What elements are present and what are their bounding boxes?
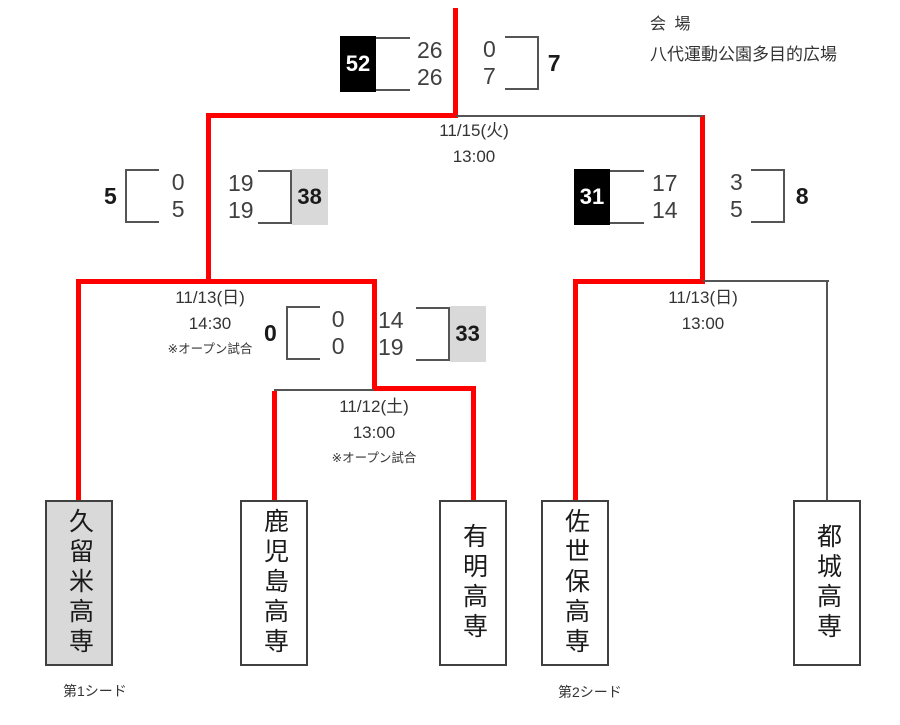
semileft-date-block: 11/13(日) 14:30 ※オープン試合 [130,285,290,358]
round1-date-block: 11/12(土) 13:00 ※オープン試合 [294,394,454,467]
line-round1-left-horizontal [274,389,374,391]
line-semiright-right-horizontal [703,280,829,282]
score-final-right-half1: 0 [483,36,496,62]
path-round1-right-horizontal [372,386,476,391]
score-round1-left-half2: 0 [331,333,345,359]
score-semileft-right-half2: 19 [228,197,254,223]
team-box-sasebo: 佐世保高専 [541,500,609,666]
score-round1-left: 0 0 0 [264,306,345,360]
team-box-ariake: 有明高専 [439,500,507,666]
semileft-date: 11/13(日) [175,288,245,307]
score-bracket [285,306,320,360]
semileft-time: 14:30 [188,314,232,333]
venue-name: 八代運動公園多目的広場 [650,45,837,64]
score-bracket [124,169,159,223]
semiright-date: 11/13(日) [668,288,738,307]
final-time: 13:00 [452,147,496,166]
team-box-kurume: 久留米高専 [45,500,113,666]
score-final-left-total: 52 [340,36,376,92]
seed-label-1: 第1シード [63,683,127,699]
score-round1-right-half2: 19 [378,334,404,360]
venue-block: 会 場 八代運動公園多目的広場 [650,10,837,70]
score-semiright-right-total: 8 [795,182,809,209]
score-final-right: 0 7 7 [483,36,561,90]
score-semiright-right: 3 5 8 [730,169,809,223]
final-date: 11/15(火) [439,121,509,140]
path-semiright-left-horizontal [573,279,705,284]
seed-label-2: 第2シード [558,684,622,700]
path-final-left-horizontal [206,113,458,118]
path-kurume-vertical [76,279,81,501]
path-round1-ascending [372,279,377,391]
score-final-right-total: 7 [547,49,561,76]
semiright-date-block: 11/13(日) 13:00 [623,285,783,337]
score-final-left-half2: 26 [417,64,443,90]
score-semiright-left-total: 31 [574,169,610,225]
score-semiright-right-half1: 3 [730,169,743,195]
team-name: 佐世保高専 [561,508,590,658]
path-sasebo-vertical [573,279,578,501]
line-miyakonojo-vertical [826,280,828,501]
score-final-left: 52 26 26 [340,36,443,92]
score-round1-right: 14 19 33 [378,306,486,362]
score-round1-left-half1: 0 [331,306,345,332]
score-semileft-right-half1: 19 [228,170,254,196]
round1-time: 13:00 [352,423,396,442]
team-name: 久留米高専 [65,508,94,658]
score-bracket [610,170,644,224]
team-name: 鹿児島高専 [260,508,289,658]
path-ariake-vertical [471,386,476,501]
score-semileft-left-total: 5 [104,182,117,209]
path-champion-vertical [453,8,458,118]
round1-date: 11/12(土) [339,397,409,416]
score-semileft-left: 5 0 5 [104,169,185,223]
semileft-open-note: ※オープン試合 [167,342,253,356]
score-semileft-right-total: 38 [291,169,328,225]
venue-title: 会 場 [650,16,693,33]
score-semileft-left-half1: 0 [171,169,185,195]
score-semiright-left-half1: 17 [652,170,678,196]
team-box-kagoshima: 鹿児島高専 [240,500,308,666]
team-box-miyakonojo: 都城高専 [793,500,861,666]
score-bracket [376,37,410,91]
path-semileft-ascending [206,113,211,284]
team-name: 有明高専 [459,523,488,643]
score-bracket [504,36,539,90]
score-semiright-right-half2: 5 [730,196,743,222]
score-semiright-left: 31 17 14 [574,169,678,225]
score-round1-right-half1: 14 [378,307,404,333]
score-final-right-half2: 7 [483,63,496,89]
score-final-left-half1: 26 [417,37,443,63]
score-semiright-left-half2: 14 [652,197,678,223]
score-bracket [750,169,785,223]
semiright-time: 13:00 [681,314,725,333]
score-bracket [257,170,292,224]
path-semiright-ascending [700,115,705,284]
score-round1-right-total: 33 [449,306,486,362]
path-semileft-horizontal [76,279,377,284]
line-final-right-horizontal [456,115,703,117]
score-semileft-right: 19 19 38 [228,169,328,225]
score-bracket [415,307,450,361]
round1-open-note: ※オープン試合 [331,451,417,465]
path-kagoshima-vertical [272,391,277,501]
score-semileft-left-half2: 5 [171,196,185,222]
score-round1-left-total: 0 [264,319,277,346]
final-date-block: 11/15(火) 13:00 [394,118,554,170]
team-name: 都城高専 [813,523,842,643]
